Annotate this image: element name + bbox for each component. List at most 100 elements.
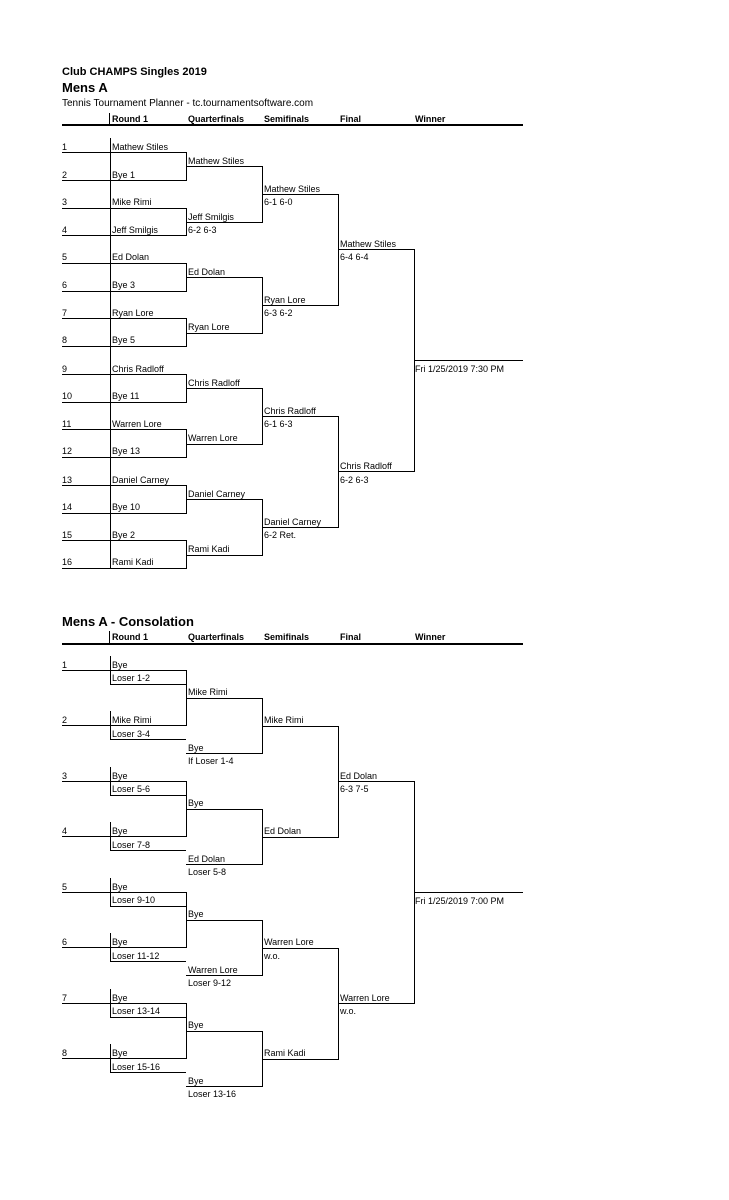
draw-position: 3: [62, 771, 68, 781]
qf-player: Warren Lore: [188, 965, 238, 975]
qf-player: Ed Dolan: [188, 267, 226, 277]
round1-player: Bye 5: [112, 335, 136, 345]
round1-player: Bye 11: [112, 391, 140, 401]
col-header-winner: Winner: [415, 632, 446, 642]
col-header-semifinals: Semifinals: [264, 632, 310, 642]
draw-position: 2: [62, 715, 68, 725]
draw-position: 15: [62, 530, 73, 540]
sf-player: Mathew Stiles: [264, 184, 321, 194]
sf-score: 6-3 6-2: [264, 308, 293, 318]
draw-position: 7: [62, 993, 68, 1003]
round1-player: Mathew Stiles: [112, 142, 169, 152]
round1-player: Ed Dolan: [112, 252, 150, 262]
round1-player: Bye: [112, 993, 128, 1003]
header-rule: [62, 124, 523, 126]
draw-position: 6: [62, 937, 68, 947]
col-header-quarterfinals: Quarterfinals: [188, 632, 245, 642]
qf-player: Rami Kadi: [188, 544, 230, 554]
sf-player: Rami Kadi: [264, 1048, 306, 1058]
col-header-semifinals: Semifinals: [264, 114, 310, 124]
draw-position: 2: [62, 170, 68, 180]
round1-source: Loser 13-14: [112, 1006, 161, 1016]
sf-player: Daniel Carney: [264, 517, 322, 527]
col-header-round1: Round 1: [112, 632, 148, 642]
draw-title: Mens A: [62, 80, 108, 95]
sf-player: Chris Radloff: [264, 406, 316, 416]
final-score: 6-3 7-5: [340, 784, 369, 794]
final-player: Ed Dolan: [340, 771, 378, 781]
draw-position: 9: [62, 364, 68, 374]
draw-position: 5: [62, 252, 68, 262]
round1-player: Ryan Lore: [112, 308, 154, 318]
round1-source: Loser 11-12: [112, 951, 160, 961]
draw-position: 7: [62, 308, 68, 318]
sf-player: Ryan Lore: [264, 295, 306, 305]
draw-position: 8: [62, 335, 68, 345]
round1-player: Bye: [112, 882, 128, 892]
qf-player: Bye: [188, 1020, 204, 1030]
draw-position: 5: [62, 882, 68, 892]
draw-position: 14: [62, 502, 73, 512]
col-header-winner: Winner: [415, 114, 446, 124]
round1-source: Loser 15-16: [112, 1062, 161, 1072]
draw-position: 13: [62, 475, 73, 485]
qf-player: Bye: [188, 1076, 204, 1086]
final-player: Warren Lore: [340, 993, 390, 1003]
qf-source: Loser 9-12: [188, 978, 232, 988]
draw-position: 6: [62, 280, 68, 290]
round1-player: Bye: [112, 937, 128, 947]
final-player: Mathew Stiles: [340, 239, 397, 249]
sf-score: 6-1 6-3: [264, 419, 293, 429]
round1-player: Daniel Carney: [112, 475, 170, 485]
sf-score: 6-2 Ret.: [264, 530, 297, 540]
final-player: Chris Radloff: [340, 461, 392, 471]
draw-position: 1: [62, 142, 68, 152]
round1-player: Bye: [112, 1048, 128, 1058]
round1-player: Bye 3: [112, 280, 136, 290]
header-rule: [62, 643, 523, 645]
round1-player: Bye 10: [112, 502, 141, 512]
winner-schedule: Fri 1/25/2019 7:00 PM: [415, 896, 505, 906]
sf-player: Ed Dolan: [264, 826, 302, 836]
round1-player: Chris Radloff: [112, 364, 164, 374]
round1-player: Bye 13: [112, 446, 141, 456]
col-header-round1: Round 1: [112, 114, 148, 124]
col-header-quarterfinals: Quarterfinals: [188, 114, 245, 124]
round1-player: Mike Rimi: [112, 715, 152, 725]
qf-player: Bye: [188, 909, 204, 919]
qf-player: Bye: [188, 743, 204, 753]
sf-score: w.o.: [264, 951, 281, 961]
qf-source: If Loser 1-4: [188, 756, 234, 766]
draw-position: 4: [62, 225, 68, 235]
header-divider: [109, 113, 110, 125]
col-header-final: Final: [340, 114, 362, 124]
draw-position: 3: [62, 197, 68, 207]
planner-credit: Tennis Tournament Planner - tc.tournamen…: [62, 98, 314, 109]
qf-player: Jeff Smilgis: [188, 212, 234, 222]
round1-source: Loser 5-6: [112, 784, 151, 794]
round1-player: Bye: [112, 660, 128, 670]
round1-source: Loser 1-2: [112, 673, 151, 683]
draw-position: 11: [62, 419, 72, 429]
draw-position: 10: [62, 391, 73, 401]
final-score: 6-2 6-3: [340, 475, 369, 485]
qf-score: 6-2 6-3: [188, 225, 217, 235]
qf-player: Ed Dolan: [188, 854, 226, 864]
qf-player: Bye: [188, 798, 204, 808]
consolation-title: Mens A - Consolation: [62, 614, 194, 629]
final-score: 6-4 6-4: [340, 252, 369, 262]
col-header-final: Final: [340, 632, 362, 642]
event-title: Club CHAMPS Singles 2019: [62, 66, 207, 78]
qf-player: Mathew Stiles: [188, 156, 245, 166]
round1-player: Bye: [112, 771, 128, 781]
round1-player: Bye 1: [112, 170, 136, 180]
round1-source: Loser 9-10: [112, 895, 156, 905]
sf-player: Warren Lore: [264, 937, 314, 947]
round1-player: Bye: [112, 826, 128, 836]
qf-player: Mike Rimi: [188, 687, 228, 697]
qf-player: Ryan Lore: [188, 322, 230, 332]
draw-position: 4: [62, 826, 68, 836]
qf-player: Warren Lore: [188, 433, 238, 443]
